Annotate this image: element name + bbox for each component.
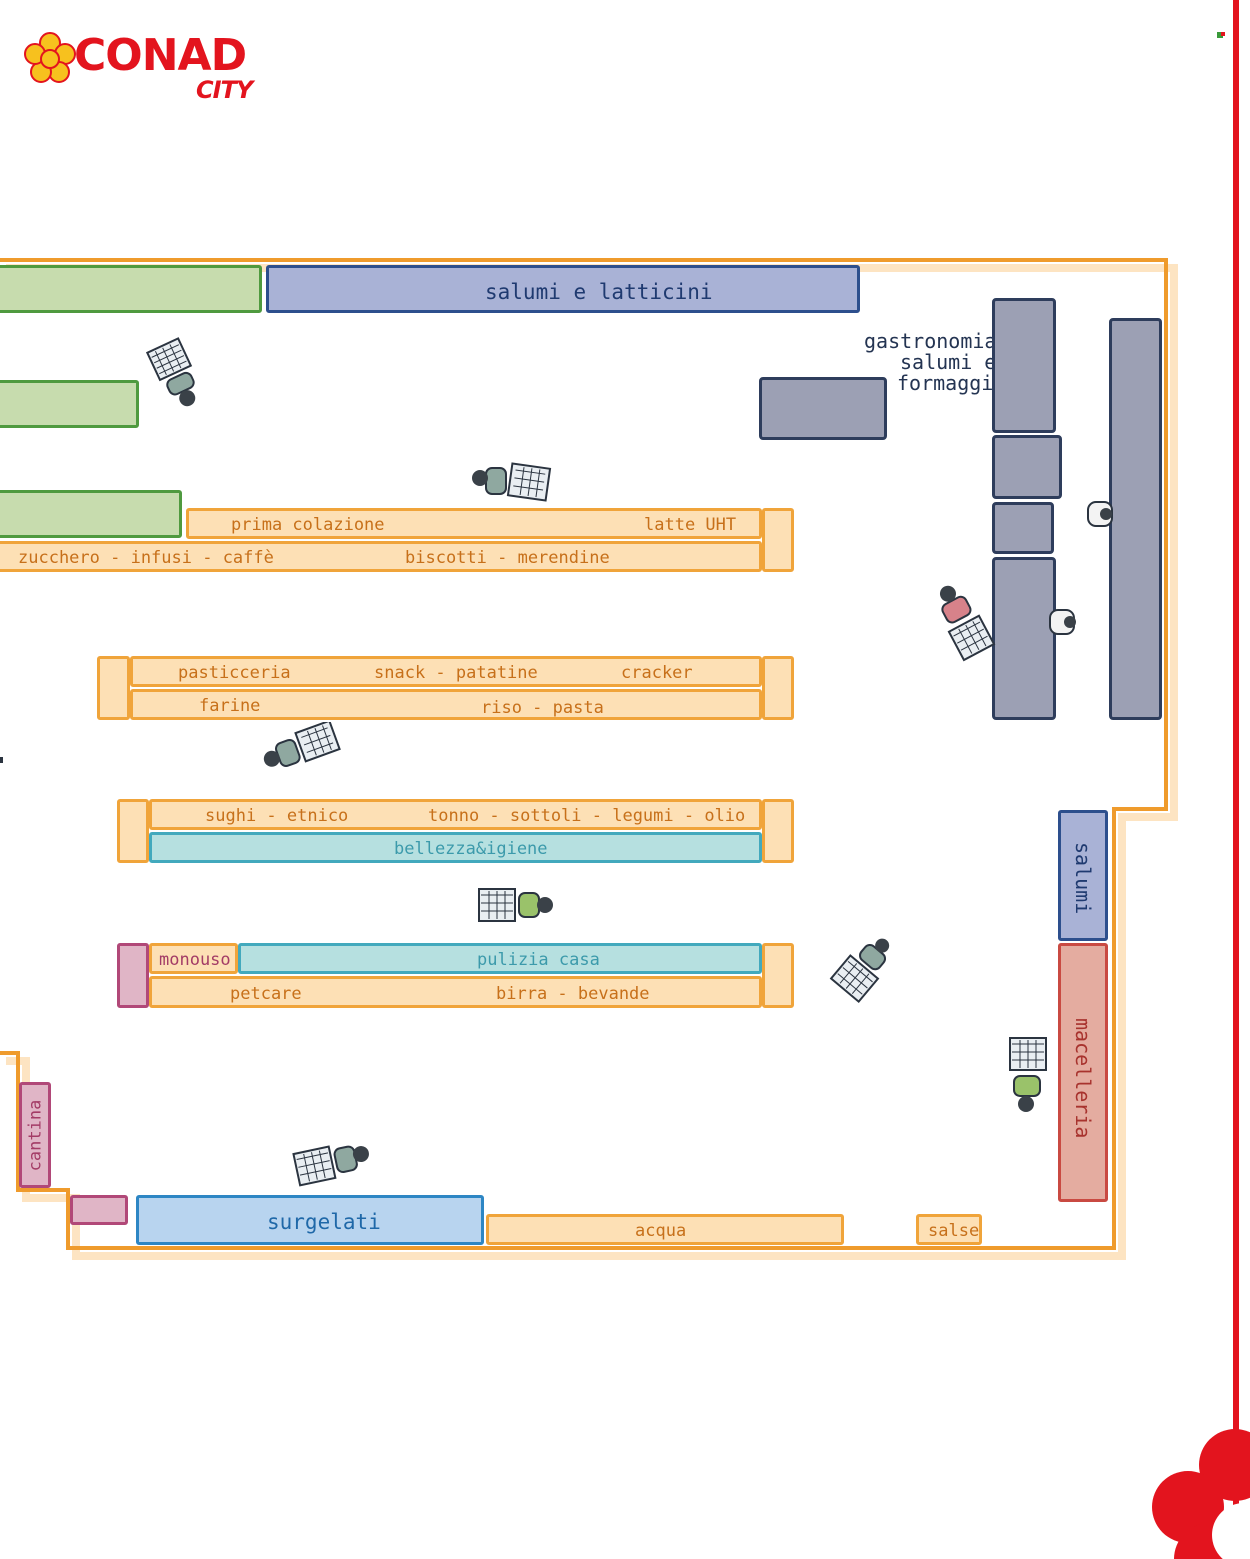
shelf-end-row3-right [762,799,794,863]
label-zucchero: zucchero - infusi - caffè [18,548,274,568]
shopper-with-cart-icon [472,462,552,502]
shelf-green-top [0,265,262,313]
conad-logo: CONAD CITY [24,30,274,110]
section-salumi-latticini: salumi e latticini [266,265,860,313]
shelf-end-row3-left [117,799,149,863]
shelf-pulizia-casa: pulizia casa [238,943,762,974]
label-birra: birra - bevande [496,984,650,1004]
label-macelleria: macelleria [1071,1018,1095,1139]
corner-mark-red [1221,32,1225,36]
shelf-bellezza-igiene: bellezza&igiene [149,832,762,863]
label-biscotti: biscotti - merendine [405,548,610,568]
shelf-end-row2-right [762,656,794,720]
edge-dot [0,757,3,763]
shopper-with-cart-icon [829,938,890,1004]
counter-gastronomia-3 [992,502,1054,554]
counter-gastronomia-1 [992,298,1056,433]
red-border-band [1233,0,1239,1559]
shelf-farine-riso: farine riso - pasta [130,689,762,720]
shelf-pasticceria: pasticceria snack - patatine cracker [130,656,762,687]
label-snack: snack - patatine [374,663,538,683]
label-prima-colazione: prima colazione [231,515,385,535]
label-petcare: petcare [230,984,302,1004]
label-cantina: cantina [25,1099,46,1172]
label-bellezza: bellezza&igiene [394,839,548,859]
label-farine: farine [199,696,261,716]
corner-mark [1217,32,1223,38]
shopper-with-cart-icon [263,722,341,767]
shelf-petcare-birra: petcare birra - bevande [149,976,762,1008]
shopper-with-cart-icon [1009,1037,1047,1112]
shelf-end-row1 [762,508,794,572]
label-surgelati: surgelati [267,1210,381,1234]
brand-subname: CITY [196,76,253,104]
label-latte-uht: latte UHT [644,515,737,535]
brand-name: CONAD [74,30,247,81]
shelf-end-row4-right [762,943,794,1008]
shelf-end-row2-left [97,656,130,720]
label-monouso: monouso [159,950,231,970]
counter-gastronomia-4 [992,557,1056,720]
section-surgelati: surgelati [136,1195,484,1245]
label-pulizia: pulizia casa [477,950,600,970]
section-macelleria: macelleria [1058,943,1108,1202]
shelf-sughi-tonno: sughi - etnico tonno - sottoli - legumi … [149,799,762,830]
label-cracker: cracker [621,663,693,683]
shopper-with-cart-icon [478,888,553,922]
label-salse: salse [928,1221,980,1241]
clerk-icon [1049,609,1076,635]
shelf-zucchero-biscotti: zucchero - infusi - caffè biscotti - mer… [0,541,762,572]
shelf-green-lower [0,490,182,538]
label-salumi: salumi [1071,842,1095,915]
shelf-acqua: acqua [486,1214,844,1245]
shelf-small-pink [70,1195,128,1225]
label-gastronomia-1: gastronomia [864,329,997,353]
clerk-icon [1087,501,1113,527]
shelf-monouso: monouso [149,943,238,974]
counter-gastronomia-2 [992,435,1062,499]
label-pasticceria: pasticceria [178,663,291,683]
label-acqua: acqua [635,1221,687,1241]
shopper-with-cart-icon [292,1145,369,1187]
shelf-end-row4-left [117,943,149,1008]
label-gastronomia-3: formaggi [897,371,994,395]
shelf-prima-colazione: prima colazione latte UHT [186,508,762,539]
shopper-with-cart-icon [146,337,196,407]
section-salumi: salumi [1058,810,1108,941]
shelf-salse: salse [916,1214,982,1245]
section-cantina: cantina [19,1082,51,1188]
label-tonno: tonno - sottoli - legumi - olio [428,806,746,826]
flower-corner-icon [1152,1429,1250,1559]
label-riso-pasta: riso - pasta [481,698,604,718]
shopper-with-cart-icon [939,585,996,662]
label-gastronomia-2: salumi e [900,350,997,374]
label-salumi-latticini: salumi e latticini [485,280,713,304]
label-sughi: sughi - etnico [205,806,349,826]
counter-gastronomia-small [759,377,887,440]
shelf-green-middle [0,380,139,428]
flower-logo-icon [24,32,76,83]
